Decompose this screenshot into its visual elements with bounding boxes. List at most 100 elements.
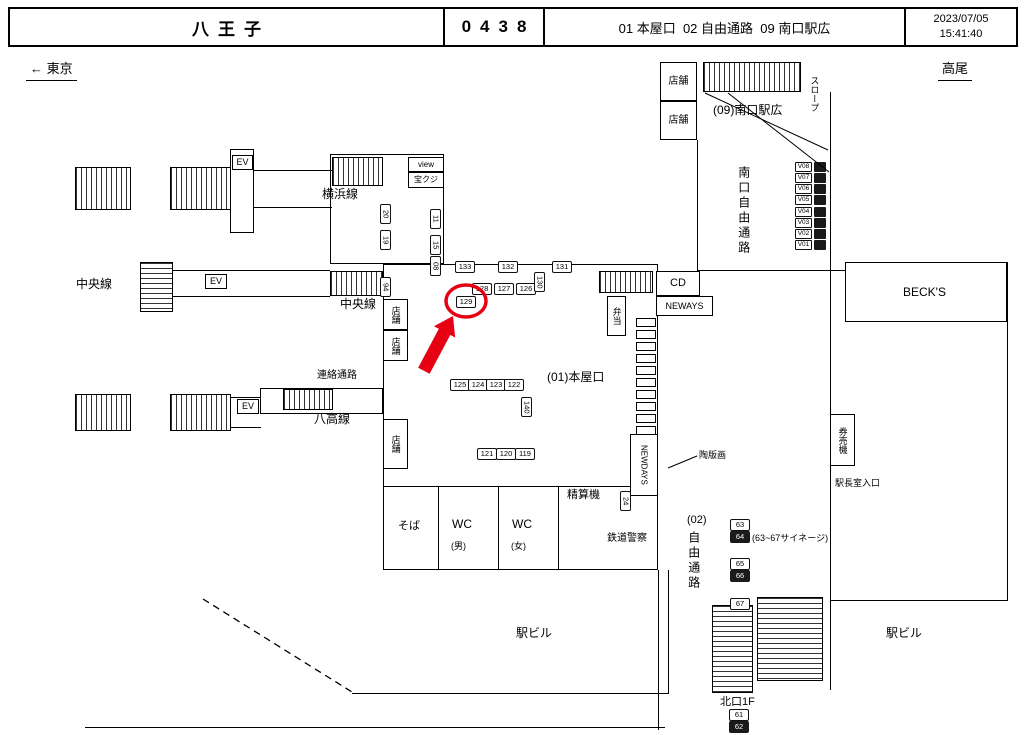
camera-129[interactable]: 129 [456, 296, 476, 308]
time-text: 15:41:40 [939, 28, 983, 40]
wall-line [231, 397, 261, 399]
ticket-gate [636, 318, 656, 327]
direction-tokyo: ← 東京 [26, 58, 77, 81]
minamiguchi-ekihiro-label: (09)南口駅広 [713, 103, 783, 117]
camera-132[interactable]: 132 [498, 261, 518, 273]
camera-V07[interactable]: V07 [795, 173, 812, 183]
date-text: 2023/07/05 [933, 12, 989, 25]
stair-renraku [283, 389, 333, 410]
signage-note-label: (63~67サイネージ) [752, 533, 829, 543]
wall-line [697, 140, 699, 270]
platform-stair [140, 262, 173, 312]
stair-yokohama [332, 157, 383, 186]
kitaguchi-1f-label: 北口1F [720, 696, 755, 708]
wall-line [352, 693, 669, 695]
wall-line [830, 92, 832, 600]
tenpo-southeast2-label: 店舗 [660, 101, 697, 140]
ev-upper-label: EV [232, 155, 253, 170]
honyaguchi-area-label: (01)本屋口 [547, 370, 605, 384]
wc-women-label: WC [512, 517, 532, 531]
wall-line [231, 427, 261, 429]
wc-men-label: WC [452, 517, 472, 531]
camera-V02[interactable]: V02 [795, 229, 812, 239]
camera-15[interactable]: 15 [430, 235, 441, 255]
camera-128[interactable]: 128 [472, 283, 492, 295]
camera-08[interactable]: 08 [430, 256, 441, 276]
tenpo-west2-label: 店舗 [383, 330, 408, 361]
yokohama-line-area [330, 154, 444, 264]
newdays-label: NEWDAYS [630, 434, 658, 496]
camera-V05-indicator [814, 195, 826, 205]
camera-V03[interactable]: V03 [795, 218, 812, 228]
platform-stair [75, 167, 131, 210]
camera-122[interactable]: 122 [504, 379, 524, 391]
wall-line [173, 296, 330, 298]
camera-127[interactable]: 127 [494, 283, 514, 295]
wall-line [668, 570, 670, 693]
ticket-gate [636, 402, 656, 411]
ticket-gate [636, 354, 656, 363]
camera-V06-indicator [814, 184, 826, 194]
camera-V06[interactable]: V06 [795, 184, 812, 194]
stair-north-exit [712, 605, 753, 693]
ticket-gate [636, 342, 656, 351]
camera-V08[interactable]: V08 [795, 162, 812, 172]
camera-63[interactable]: 63 [730, 519, 750, 531]
wall-line [254, 207, 332, 209]
direction-takao: 高尾 [938, 58, 973, 81]
wall-line [658, 570, 660, 730]
camera-121[interactable]: 121 [477, 448, 497, 460]
camera-67[interactable]: 67 [730, 598, 750, 610]
ticket-gate [636, 330, 656, 339]
wc-men-sub-label: (男) [451, 541, 466, 551]
seisanki-label: 精算機 [567, 489, 600, 501]
camera-130[interactable]: 130 [534, 272, 545, 292]
stair-north-exit-wide [757, 597, 823, 681]
camera-V08-indicator [814, 162, 826, 172]
camera-120[interactable]: 120 [496, 448, 516, 460]
camera-65[interactable]: 65 [730, 558, 750, 570]
renraku-tsuro-label: 連絡通路 [317, 370, 357, 381]
camera-66[interactable]: 66 [730, 570, 750, 582]
wall-line [830, 600, 1008, 602]
camera-133[interactable]: 133 [455, 261, 475, 273]
area-list: 01 本屋口 02 自由通路 09 南口駅広 [618, 20, 831, 36]
kenbaiki-label: 券売機 [830, 414, 855, 466]
camera-20[interactable]: 20 [380, 204, 391, 224]
wall-line [173, 270, 330, 272]
camera-V07-indicator [814, 173, 826, 183]
camera-24[interactable]: 24 [620, 491, 631, 511]
ev-mid-label: EV [205, 274, 227, 289]
camera-V03-indicator [814, 218, 826, 228]
header-bar: 八王子 0438 01 本屋口 02 自由通路 09 南口駅広 2023/07/… [8, 7, 1018, 47]
corridor-02-number-label: (02) [687, 514, 707, 526]
wall-line [254, 170, 332, 172]
camera-61[interactable]: 61 [729, 709, 749, 721]
becks-area [845, 262, 1007, 322]
wall-line [1007, 262, 1009, 600]
ekicho-entrance-label: 駅長室入口 [835, 478, 881, 488]
camera-94[interactable]: 94 [380, 277, 391, 297]
camera-124[interactable]: 124 [468, 379, 488, 391]
camera-V02-indicator [814, 229, 826, 239]
camera-64[interactable]: 64 [730, 531, 750, 543]
camera-11[interactable]: 11 [430, 209, 441, 229]
camera-62[interactable]: 62 [729, 721, 749, 733]
camera-125[interactable]: 125 [450, 379, 470, 391]
camera-19[interactable]: 19 [380, 230, 391, 250]
station-name: 八王子 [192, 19, 270, 39]
tenpo-southeast1-label: 店舗 [660, 62, 697, 101]
camera-V04[interactable]: V04 [795, 207, 812, 217]
camera-V05[interactable]: V05 [795, 195, 812, 205]
camera-131[interactable]: 131 [552, 261, 572, 273]
yokohama-line-label: 横浜線 [322, 187, 359, 201]
room-settlement [558, 486, 658, 570]
camera-V01[interactable]: V01 [795, 240, 812, 250]
camera-126[interactable]: 126 [516, 283, 536, 295]
cd-shop-label: CD [656, 271, 700, 296]
camera-123[interactable]: 123 [486, 379, 506, 391]
neways-shop-label: NEWAYS [656, 296, 713, 316]
station-code: 0438 [443, 9, 545, 45]
camera-119[interactable]: 119 [515, 448, 535, 460]
camera-140[interactable]: 140 [521, 397, 532, 417]
